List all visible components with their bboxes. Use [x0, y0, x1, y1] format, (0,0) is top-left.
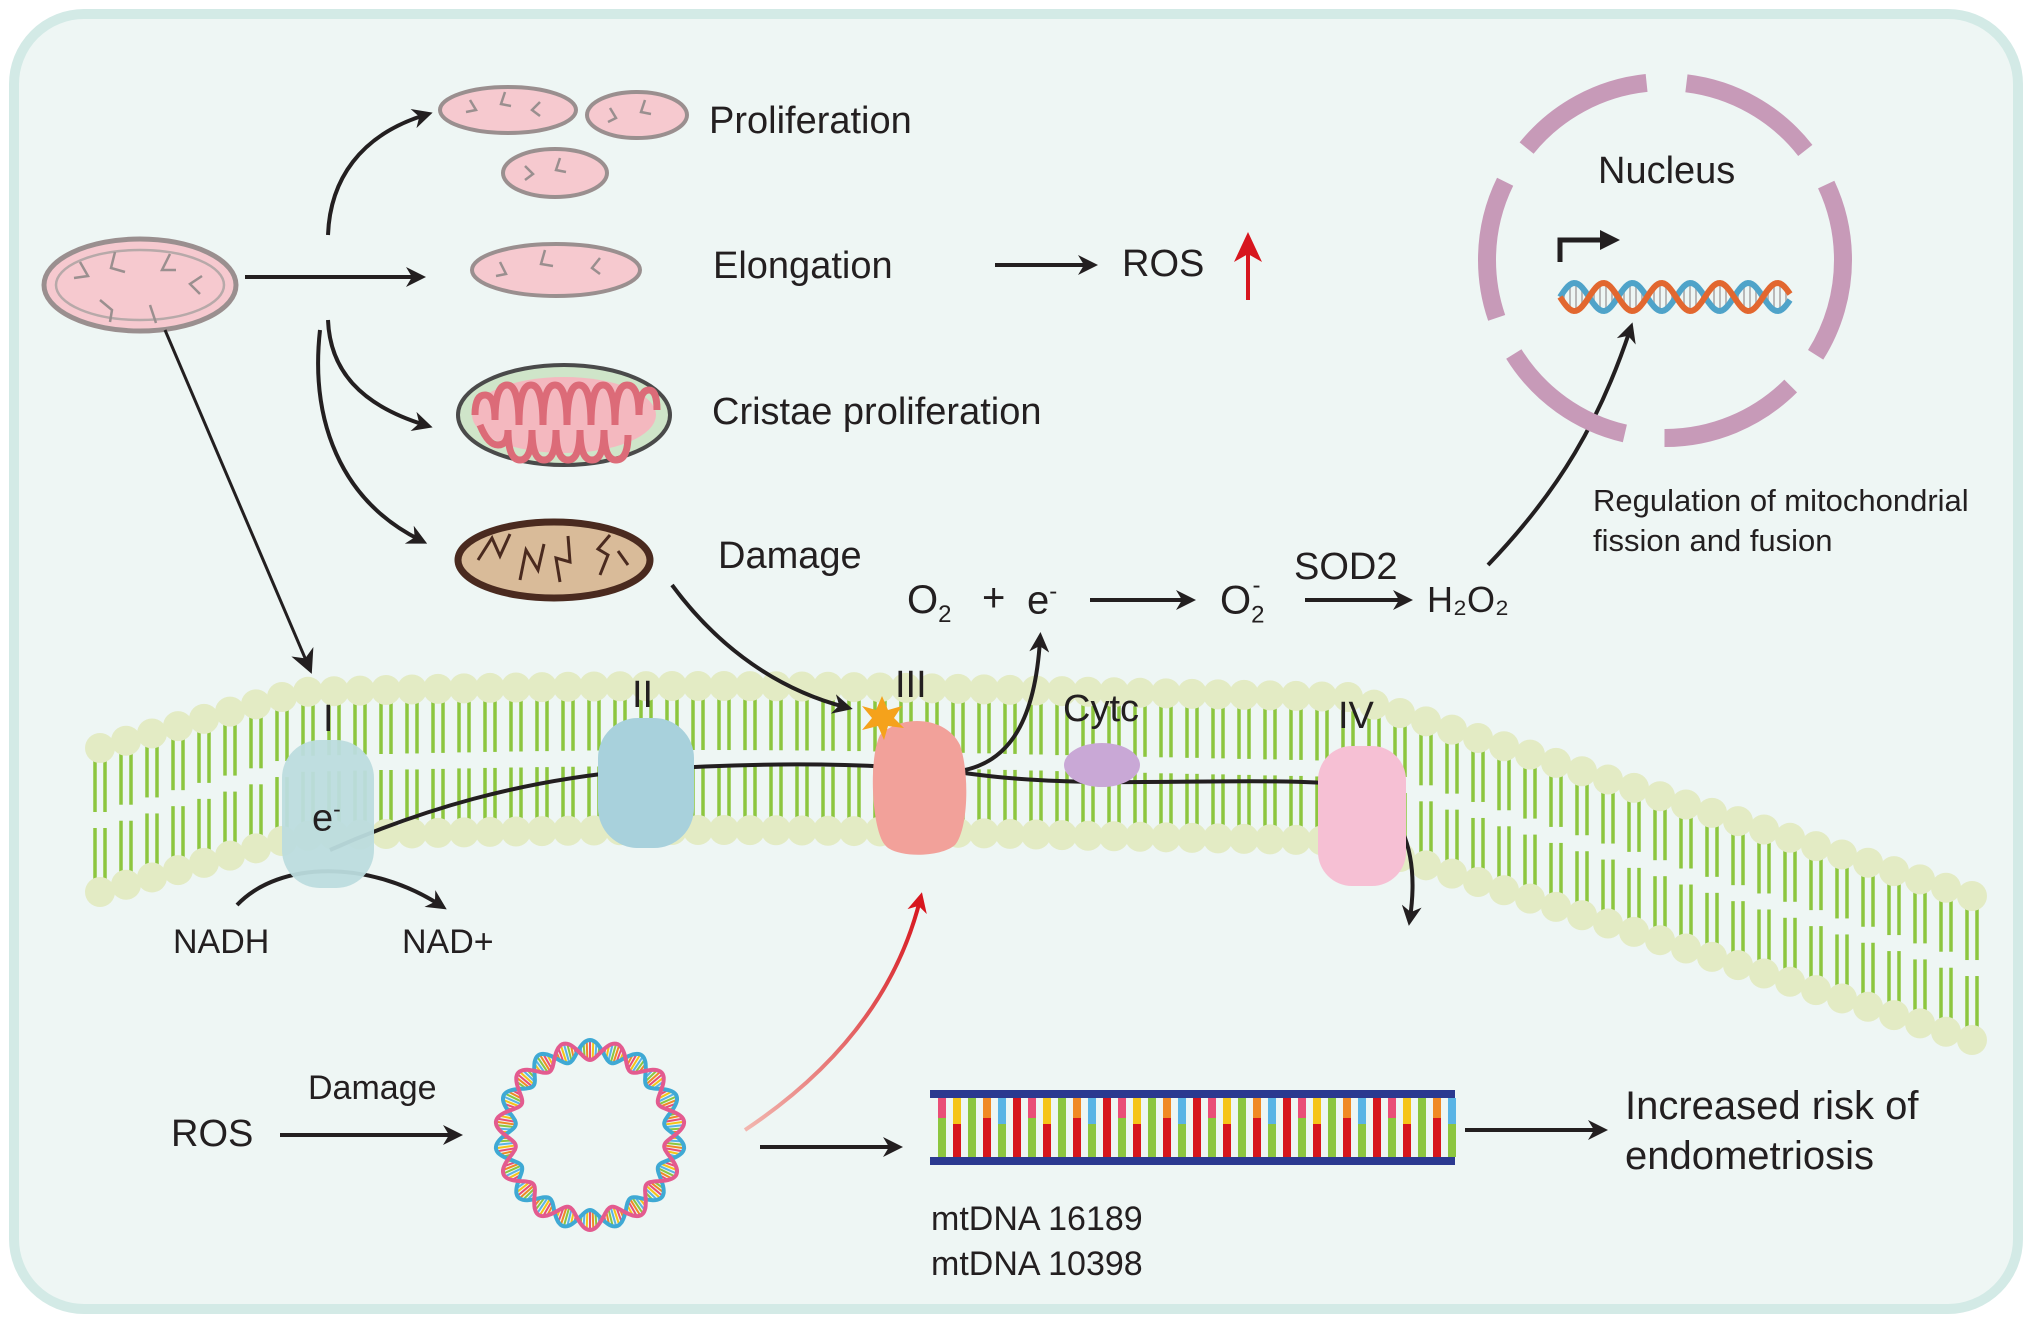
complex-I-label: I — [323, 698, 334, 740]
electron-label: e- — [312, 798, 341, 838]
ros-bottom-label: ROS — [171, 1113, 254, 1155]
circular-mtdna-icon — [493, 1037, 687, 1233]
superoxide-subscript: 2 — [1251, 601, 1265, 629]
superoxide-superscript: - — [1252, 572, 1261, 599]
arrow-damage-to-complex-III — [670, 583, 853, 714]
damaged-mitochondrion-icon — [454, 518, 654, 602]
superoxide-formula: O2- — [1220, 574, 1264, 627]
complex-I — [282, 740, 374, 888]
nad-plus-label: NAD+ — [402, 923, 494, 961]
ros-increase-arrow — [1234, 232, 1262, 300]
proliferation-label: Proliferation — [709, 100, 912, 142]
arrow-mtdna-to-complex-III — [743, 892, 927, 1132]
complex-IV-label: IV — [1338, 695, 1374, 737]
arrow-to-proliferation — [326, 108, 433, 236]
mtdna-sequence-bar — [930, 1090, 1456, 1165]
cristae-proliferation-label: Cristae proliferation — [712, 391, 1042, 433]
arrow-to-complex-I — [163, 329, 314, 674]
cristae-mitochondrion-icon — [456, 363, 672, 467]
cytc-label: Cytc — [1063, 688, 1139, 730]
nucleus-label: Nucleus — [1598, 150, 1736, 192]
hydrogen-peroxide-formula: H₂O₂ — [1427, 579, 1509, 620]
electron-symbol: e — [1027, 578, 1050, 623]
electron-label-base: e — [312, 797, 334, 840]
oxygen-symbol: O — [907, 578, 939, 622]
regulation-line-1: Regulation of mitochondrial — [1593, 483, 1969, 518]
regulation-line-2: fission and fusion — [1593, 523, 1833, 558]
damage-top-label: Damage — [718, 535, 862, 577]
complex-II — [598, 718, 694, 848]
panel-background — [9, 9, 2023, 1314]
proliferation-mitochondrion-icon — [438, 85, 689, 199]
complex-III-label: III — [895, 664, 927, 706]
complex-III — [872, 721, 967, 855]
elongation-label: Elongation — [713, 245, 893, 287]
risk-line-1: Increased risk of — [1625, 1084, 1919, 1128]
sod2-label: SOD2 — [1294, 546, 1398, 588]
cytochrome-c — [1064, 743, 1140, 787]
complex-IV — [1318, 746, 1406, 886]
arrow-h2o2-to-nucleus — [1486, 322, 1636, 567]
risk-line-2: endometriosis — [1625, 1134, 1875, 1178]
arrow-to-cristae — [326, 319, 433, 432]
ros-top-label: ROS — [1122, 243, 1205, 285]
plus-sign: + — [982, 576, 1006, 620]
complex-II-label: II — [632, 674, 654, 716]
nucleus — [1478, 73, 1852, 447]
superoxide-symbol: O — [1220, 578, 1252, 623]
oxygen-formula: O2 — [907, 580, 951, 627]
burst-icon — [862, 696, 904, 740]
oxygen-subscript: 2 — [938, 601, 952, 628]
nadh-label: NADH — [173, 923, 270, 961]
elongation-mitochondrion-icon — [470, 242, 642, 298]
source-mitochondrion-icon — [41, 236, 239, 334]
electron-formula: e- — [1027, 578, 1058, 623]
arrow-complex-III-to-electron — [964, 632, 1050, 772]
electron-label-sup: - — [333, 796, 341, 822]
mtdna-10398-label: mtDNA 10398 — [931, 1245, 1143, 1283]
arrow-to-damage — [316, 329, 428, 544]
electron-superscript: - — [1049, 578, 1058, 605]
dna-helix-icon — [1557, 279, 1793, 315]
damage-bottom-label: Damage — [308, 1069, 437, 1107]
transcription-start-arrow-icon — [1557, 230, 1620, 262]
mtdna-16189-label: mtDNA 16189 — [931, 1200, 1143, 1238]
